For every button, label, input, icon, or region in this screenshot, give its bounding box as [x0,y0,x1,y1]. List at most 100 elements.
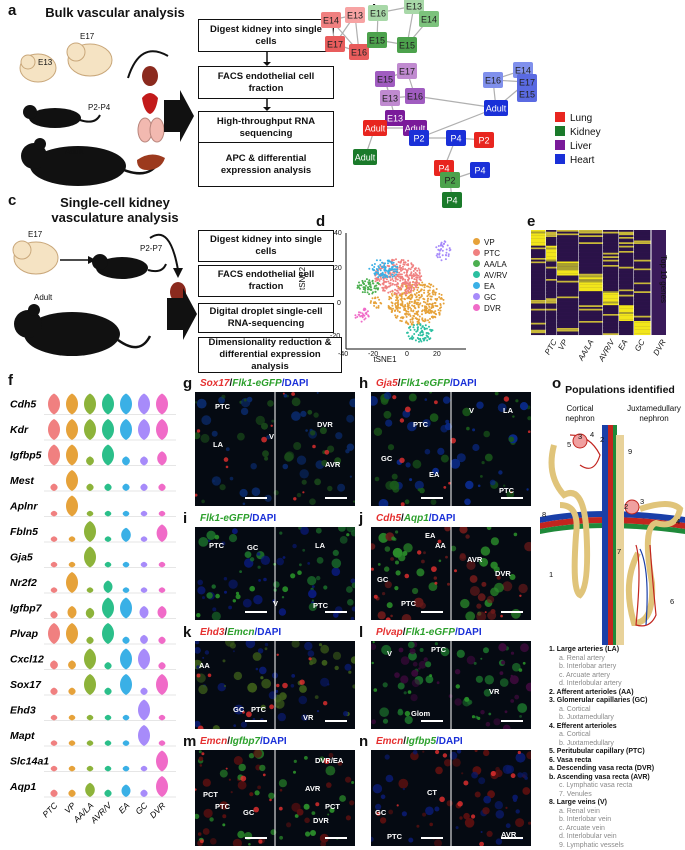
micrograph-signal [261,436,267,443]
population-item: b. Interlobar vein [559,816,612,823]
micrograph-cell [488,712,492,716]
heatmap-cell [546,329,557,332]
micrograph-cell [401,811,407,817]
micrograph-signal [197,725,204,729]
tsne-point [378,266,380,269]
micrograph-signal [429,674,433,678]
micrograph-cell [419,487,425,494]
heatmap-cell [619,277,634,280]
violin-shape [122,456,130,466]
micrograph-cell [353,500,355,503]
heatmap-cell [557,286,579,288]
heatmap-cell [603,265,619,267]
micrograph-cell [499,678,509,687]
network-node [397,63,417,79]
heatmap-cell [557,270,579,273]
heatmap-cell [603,249,619,252]
tsne-point [403,308,406,311]
heatmap-cell [634,333,651,336]
micrograph-cell [225,447,230,452]
micrograph-cell [349,398,355,408]
heatmap-cell [634,244,651,246]
heatmap-cell [619,275,634,278]
violin-shape [102,393,114,415]
heatmap-cell [546,303,557,306]
heatmap-cell [634,259,651,262]
micrograph-cell [326,782,332,788]
heatmap-cell [579,303,603,306]
heatmap-cell [634,273,651,276]
tsne-point [416,320,419,323]
micrograph-cell [198,684,208,695]
tsne-point [412,270,415,272]
heatmap-cell [603,272,619,274]
population-item: 3. Glomerular capillaries (GC) [549,697,648,704]
population-item: b. Ascending vasa recta (AVR) [549,773,650,781]
micrograph-cell [437,447,445,455]
heatmap-cell [546,237,557,239]
heatmap-cell [603,233,619,236]
flow-step: FACS endothelial cell fraction [198,265,334,297]
heatmap-cell [557,258,579,260]
tsne-point [447,253,450,256]
tsne-point [435,288,438,290]
population-item: 1. Large arteries (LA) [549,646,620,653]
micrograph-cell [416,824,420,828]
micrograph-cell [278,779,287,788]
tsne-point [386,286,389,289]
network-node [367,32,387,48]
legend-item-kidney: Kidney [555,126,665,138]
heatmap-cell [603,263,619,266]
micrograph-cell [398,553,406,562]
tsne-point [399,288,401,291]
population-item: b. Juxtamedullary [559,714,614,721]
tsne-point [366,291,369,294]
micrograph-cell [372,784,383,794]
population-item: c. Arcuate artery [559,671,610,679]
micrograph-annotation: DVR [495,569,511,578]
heatmap-cell [603,331,619,334]
micrograph-annotation: AVR [305,784,321,793]
tsne-point [407,335,410,338]
micrograph-cell [291,674,296,678]
violin-shape [158,662,166,670]
panel-l-title: Plvap/Flk1-eGFP/DAPI [376,627,482,638]
heatmap-column-label: VP [556,338,570,352]
heatmap-cell [557,331,579,334]
micrograph-cell [409,648,416,655]
tsne-point [397,287,400,290]
heatmap-cell [603,287,619,290]
tsne-point [394,304,397,307]
violin-shape [103,580,113,593]
micrograph-cell [509,675,519,685]
tsne-point [434,310,437,313]
heatmap-cell [619,319,634,322]
violin-shape [158,587,166,593]
violin-shape [138,393,150,415]
heatmap-cell [579,247,603,250]
micrograph-cell [425,661,432,668]
diagram-number: 1 [549,570,554,579]
heatmap-cell [557,230,579,232]
tsne-point [394,314,397,317]
network-node-label: E16 [407,92,423,102]
micrograph-cell [232,528,238,535]
violin-shape [67,606,77,619]
tsne-point [418,269,421,272]
micrograph-annotation: PCT [325,802,340,811]
heatmap-cell [546,240,557,243]
tsne-point [436,297,439,300]
tsne-point [388,285,391,288]
micrograph-cell [195,432,201,440]
heatmap-cell [634,328,651,330]
micrograph-cell [233,671,243,681]
micrograph-signal [399,457,405,463]
micrograph-annotation: EA [429,470,440,479]
tsne-legend-item: AV/RV [473,271,507,280]
micrograph-cell [473,661,477,665]
violin-shape [84,393,96,415]
micrograph-cell [476,603,482,609]
heatmap-cell [546,287,557,290]
micrograph-signal [392,395,397,400]
heatmap-cell [603,282,619,285]
